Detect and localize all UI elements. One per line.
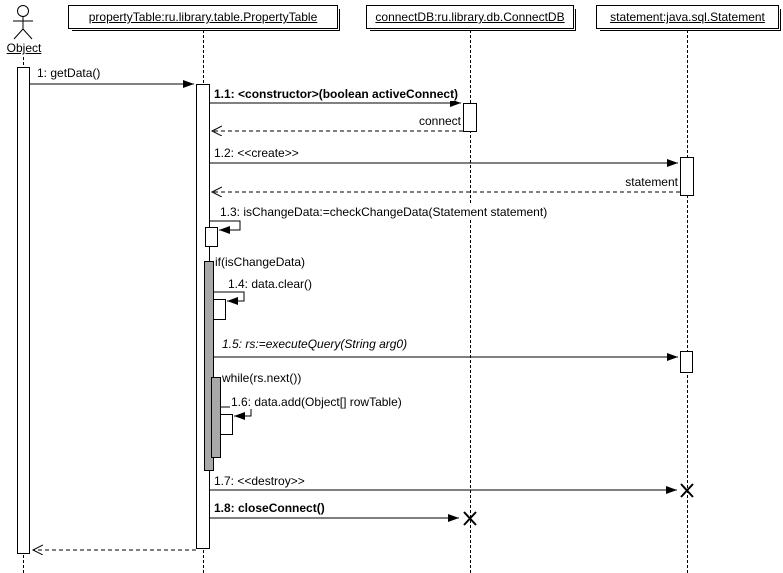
actor-figure: [13, 5, 33, 40]
label-constructor: 1.1: <constructor>(boolean activeConnect…: [213, 87, 460, 101]
self-activation-dataclear: [213, 299, 226, 320]
label-checkchangedata: 1.3: isChangeData:=checkChangeData(State…: [219, 205, 549, 219]
connectdb-activation: [463, 103, 477, 132]
actor-label: Object: [6, 41, 42, 55]
actor-activation: [17, 67, 30, 554]
label-executequery: 1.5: rs:=executeQuery(String arg0): [221, 337, 409, 351]
label-connect-return: connect: [390, 114, 462, 128]
connectdb-head: connectDB:ru.library.db.ConnectDB: [366, 5, 576, 31]
label-statement-return: statement: [600, 175, 679, 189]
statement-lifeline: [687, 30, 688, 573]
connectdb-lifeline: [470, 30, 471, 573]
statement-activation-create: [680, 157, 694, 196]
label-closeconnect: 1.8: closeConnect(): [213, 501, 326, 515]
label-dataclear: 1.4: data.clear(): [227, 277, 314, 291]
if-block-bar: [204, 261, 214, 471]
propertytable-head-label: propertyTable:ru.library.table.PropertyT…: [88, 10, 318, 24]
self-activation-dataadd: [220, 414, 233, 435]
statement-head: statement:java.sql.Statement: [596, 5, 781, 31]
label-create: 1.2: <<create>>: [213, 146, 300, 160]
connectdb-head-label: connectDB:ru.library.db.ConnectDB: [375, 10, 565, 24]
statement-head-label: statement:java.sql.Statement: [610, 10, 765, 24]
propertytable-head: propertyTable:ru.library.table.PropertyT…: [68, 5, 340, 31]
statement-activation-execute: [680, 351, 693, 373]
self-activation-checkchangedata: [205, 227, 218, 247]
label-if-guard: if(isChangeData): [214, 255, 307, 269]
label-dataadd: 1.6: data.add(Object[] rowTable): [230, 395, 403, 409]
label-destroy: 1.7: <<destroy>>: [213, 474, 306, 488]
label-while-guard: while(rs.next()): [221, 371, 303, 385]
label-getdata: 1: getData(): [36, 66, 102, 80]
